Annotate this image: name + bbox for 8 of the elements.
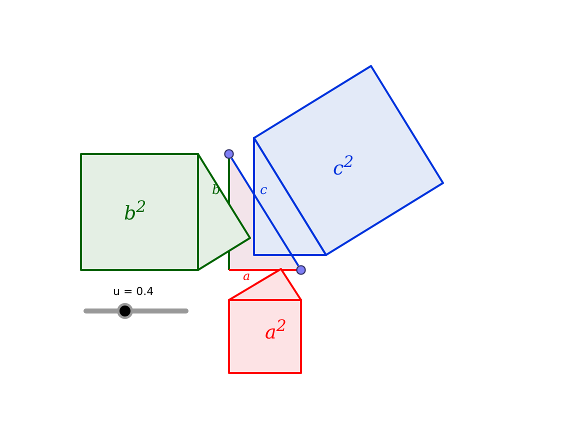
area-label: a$^{2}$: [265, 318, 286, 342]
slider-value-label: u = 0.4: [113, 286, 154, 297]
side-label: c: [260, 184, 268, 197]
side-label: a: [243, 270, 250, 282]
point-marker: [296, 265, 306, 275]
point-marker: [224, 149, 234, 159]
area-label: c$^{2}$: [333, 154, 354, 178]
area-label: b$^{2}$: [124, 199, 146, 224]
